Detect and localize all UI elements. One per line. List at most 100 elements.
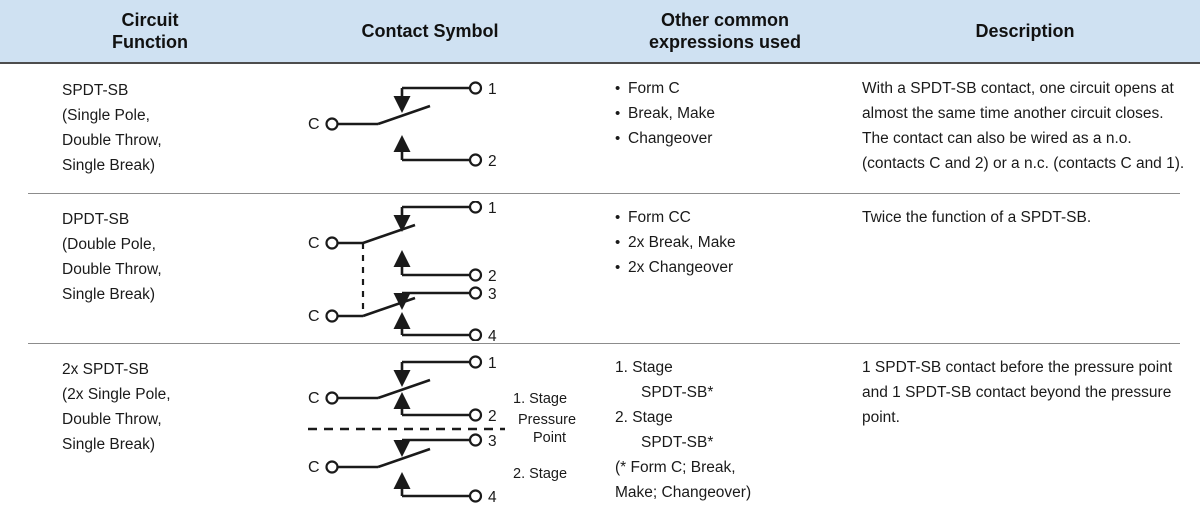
table-row: DPDT-SB (Double Pole, Double Throw, Sing… [0, 193, 1200, 343]
list-item: Break, Make [615, 101, 850, 126]
contact-symbol-diagram-2x-spdt-sb: C 1 2 C [290, 351, 590, 506]
circuit-function-detail: Single Break) [62, 286, 156, 303]
contact-symbol-diagram-dpdt-sb: C 1 2 C [290, 201, 590, 341]
terminal-label-3: 3 [488, 286, 497, 303]
column-header-line2: expressions used [648, 32, 802, 52]
expression-line: SPDT-SB* [641, 384, 714, 401]
contact-arm [377, 104, 431, 126]
terminal-node-c [325, 391, 339, 405]
terminal-node-3 [468, 433, 483, 447]
expressions-list: Form CC 2x Break, Make 2x Changeover [615, 205, 850, 280]
table-row: SPDT-SB (Single Pole, Double Throw, Sing… [0, 64, 1200, 193]
description-cell: 1 SPDT-SB contact before the pressure po… [862, 359, 1173, 426]
arrow-up-icon [393, 312, 411, 329]
arrow-up-icon [393, 250, 411, 267]
other-expressions-cell: Form C Break, Make Changeover [615, 76, 850, 151]
description-cell: Twice the function of a SPDT-SB. [862, 209, 1092, 226]
expression-line: 2. Stage [615, 409, 673, 426]
terminal-label-c: C [308, 308, 320, 325]
terminal-label-1: 1 [488, 355, 497, 372]
list-item: Form CC [615, 205, 850, 230]
terminal-label-c: C [308, 116, 320, 133]
arrow-down-icon [393, 96, 411, 113]
terminal-label-3: 3 [488, 433, 497, 450]
circuit-function-detail: (2x Single Pole, [62, 386, 171, 403]
terminal-node-1 [468, 81, 483, 95]
terminal-node-2 [468, 408, 483, 422]
terminal-node-c [325, 460, 339, 474]
arrow-up-icon [393, 392, 411, 409]
terminal-node-3 [468, 286, 483, 300]
expression-line: SPDT-SB* [641, 434, 714, 451]
arrow-up-icon [393, 472, 411, 489]
expression-line: Make; Changeover) [615, 484, 752, 501]
description-cell: With a SPDT-SB contact, one circuit open… [862, 80, 1185, 172]
terminal-label-2: 2 [488, 268, 497, 285]
column-header-circuit-function: Circuit Function [30, 0, 270, 62]
arrow-down-icon [393, 293, 411, 310]
terminal-label-c: C [308, 390, 320, 407]
contact-arm [362, 223, 416, 245]
terminal-label-c: C [308, 235, 320, 252]
circuit-function-detail: Single Break) [62, 436, 156, 453]
other-expressions-cell: Form CC 2x Break, Make 2x Changeover [615, 205, 850, 280]
terminal-node-2 [468, 153, 483, 167]
terminal-node-4 [468, 328, 483, 341]
expression-line: 1. Stage [615, 359, 673, 376]
arrow-up-icon [393, 135, 411, 152]
circuit-function-name: SPDT-SB [62, 82, 129, 99]
column-header-line1: Other common [660, 9, 789, 30]
circuit-function-detail: Double Throw, [62, 261, 162, 278]
terminal-label-1: 1 [488, 81, 497, 98]
circuit-function-cell: DPDT-SB (Double Pole, Double Throw, Sing… [62, 207, 277, 307]
column-header-line1: Description [975, 20, 1075, 41]
column-header-description: Description [860, 0, 1190, 62]
circuit-function-detail: Double Throw, [62, 132, 162, 149]
contact-arm [362, 296, 416, 318]
circuit-function-name: DPDT-SB [62, 211, 130, 228]
circuit-function-name: 2x SPDT-SB [62, 361, 149, 378]
terminal-label-c: C [308, 459, 320, 476]
terminal-label-2: 2 [488, 153, 497, 170]
circuit-function-detail: (Single Pole, [62, 107, 150, 124]
list-item: 2x Break, Make [615, 230, 850, 255]
contact-arm [377, 378, 431, 400]
arrow-down-icon [393, 215, 411, 232]
expression-line: (* Form C; Break, [615, 459, 736, 476]
column-header-contact-symbol: Contact Symbol [280, 0, 580, 62]
terminal-node-4 [468, 489, 483, 503]
terminal-node-c [325, 309, 339, 323]
terminal-node-1 [468, 201, 483, 214]
contact-symbol-diagram-spdt-sb: C 1 2 [290, 72, 590, 182]
circuit-function-detail: (Double Pole, [62, 236, 156, 253]
table-row: 2x SPDT-SB (2x Single Pole, Double Throw… [0, 343, 1200, 512]
terminal-label-4: 4 [488, 328, 497, 341]
column-header-line1: Circuit [121, 9, 179, 30]
terminal-node-1 [468, 355, 483, 369]
list-item: 2x Changeover [615, 255, 850, 280]
list-item: Form C [615, 76, 850, 101]
circuit-function-detail: Single Break) [62, 157, 156, 174]
other-expressions-cell: 1. Stage SPDT-SB* 2. Stage SPDT-SB* (* F… [615, 355, 850, 505]
list-item: Changeover [615, 126, 850, 151]
table-header-row: Circuit Function Contact Symbol Other co… [0, 0, 1200, 64]
column-header-other-expressions: Other common expressions used [600, 0, 850, 62]
terminal-label-1: 1 [488, 201, 497, 217]
terminal-node-c [325, 117, 339, 131]
arrow-down-icon [393, 440, 411, 457]
column-header-line1: Contact Symbol [361, 20, 499, 41]
contact-arm [377, 447, 431, 469]
row-divider [28, 193, 1180, 194]
annotation-stage-2: 2. Stage [513, 466, 567, 482]
circuit-function-cell: 2x SPDT-SB (2x Single Pole, Double Throw… [62, 357, 277, 457]
circuit-function-detail: Double Throw, [62, 411, 162, 428]
annotation-point: Point [533, 430, 566, 446]
column-header-line2: Function [112, 32, 188, 52]
circuit-function-cell: SPDT-SB (Single Pole, Double Throw, Sing… [62, 78, 277, 178]
expressions-list: Form C Break, Make Changeover [615, 76, 850, 151]
terminal-label-2: 2 [488, 408, 497, 425]
annotation-pressure: Pressure [518, 412, 576, 428]
terminal-node-2 [468, 268, 483, 282]
row-divider [28, 343, 1180, 344]
